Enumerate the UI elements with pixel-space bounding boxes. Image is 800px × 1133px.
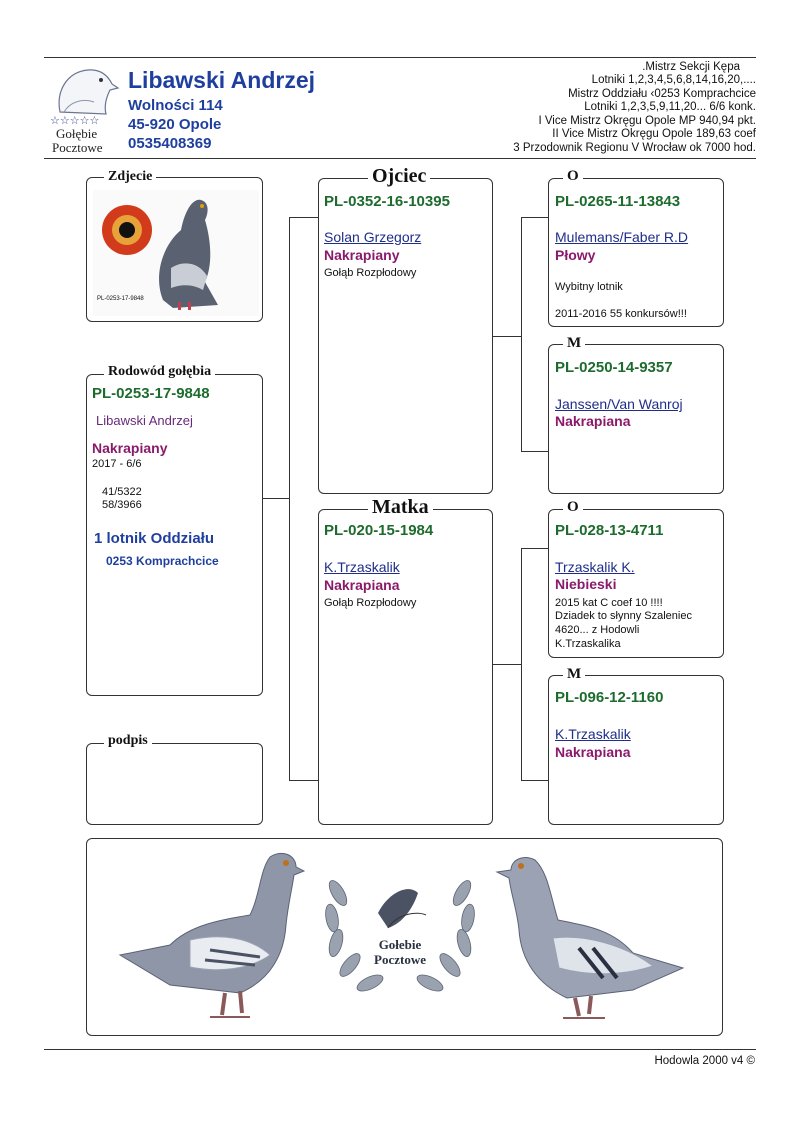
paternal-grandfather-ring: PL-0265-11-13843 (555, 193, 681, 210)
paternal-grandfather-note: Wybitny lotnik (555, 281, 623, 293)
connector-line (493, 336, 521, 338)
maternal-grandfather-box (548, 509, 724, 658)
paternal-grandfather-breeder-link[interactable]: Mulemans/Faber R.D (555, 229, 689, 245)
pigeon-photo: PL-0253-17-9848 (93, 190, 259, 316)
paternal-grandmother-breeder-link[interactable]: Janssen/Van Wanroj (555, 396, 683, 412)
maternal-grandmother-breeder-link[interactable]: K.Trzaskalik (555, 726, 631, 742)
pigeon-head-icon (58, 69, 120, 115)
breeder-street: Wolności 114 (128, 97, 223, 114)
logo-text-line1: Gołębie (56, 126, 98, 141)
father-box (318, 178, 493, 494)
logo-text-line2: Pocztowe (52, 140, 103, 155)
mother-box (318, 509, 493, 825)
paternal-grandfather-box (548, 178, 724, 327)
left-pigeon-illustration (110, 845, 306, 1030)
mother-breeder-link[interactable]: K.Trzaskalik (324, 559, 400, 575)
achievement-line: Lotniki 1,2,3,5,9,11,20... 6/6 konk. (584, 101, 756, 113)
mother-note: Gołąb Rozpłodowy (324, 597, 417, 609)
pigeon-legend: Rodowód gołębia (104, 364, 216, 380)
breeder-name: Libawski Andrzej (128, 67, 316, 93)
achievement-line: Lotniki 1,2,3,4,5,6,8,14,16,20,.... (591, 74, 756, 86)
photo-ring-caption: PL-0253-17-9848 (97, 296, 144, 302)
header-bottom-rule (44, 158, 756, 159)
pigeon-result: 41/5322 (102, 486, 142, 498)
right-pigeon-illustration (493, 848, 693, 1028)
breeder-phone: 0535408369 (128, 135, 212, 152)
pigeon-ring: PL-0253-17-9848 (92, 385, 210, 402)
paternal-grandmother-ring: PL-0250-14-9357 (555, 359, 673, 376)
maternal-grandfather-color: Niebieski (555, 576, 617, 592)
pigeon-box (86, 374, 263, 696)
connector-line (521, 780, 548, 782)
mother-legend: Matka (368, 496, 433, 519)
pigeon-branch: 0253 Komprachcice (106, 554, 219, 568)
maternal-grandfather-breeder-link[interactable]: Trzaskalik K. (555, 559, 635, 575)
maternal-grandfather-note: 2015 kat C coef 10 !!!! (555, 597, 663, 609)
father-legend: Ojciec (368, 165, 431, 188)
paternal-grandmother-legend: M (563, 335, 586, 352)
club-logo: ☆☆☆☆☆ Gołębie Pocztowe (46, 62, 126, 155)
achievement-line: Mistrz Oddziału ‹0253 Komprachcice (568, 88, 756, 100)
father-note: Gołąb Rozpłodowy (324, 267, 417, 279)
connector-line (493, 664, 521, 666)
maternal-grandfather-legend: O (563, 499, 583, 516)
connector-line (289, 217, 291, 780)
maternal-grandfather-ring: PL-028-13-4711 (555, 522, 664, 539)
achievement-line: II Vice Mistrz Okręgu Opole 189,63 coef (552, 128, 756, 140)
emblem-text-line1: Gołebie (378, 937, 422, 952)
achievement-line: .Mistrz Sekcji Kępa (642, 61, 740, 73)
maternal-grandmother-ring: PL-096-12-1160 (555, 689, 664, 706)
connector-line (521, 548, 548, 550)
footer-rule (44, 1049, 756, 1050)
paternal-grandfather-note: 2011-2016 55 konkursów!!! (555, 308, 687, 320)
maternal-grandmother-color: Nakrapiana (555, 744, 631, 760)
pigeon-owner: Libawski Andrzej (96, 413, 193, 428)
pigeon-color: Nakrapiany (92, 440, 168, 456)
software-credit: Hodowla 2000 v4 © (654, 1055, 755, 1067)
connector-line (289, 780, 318, 782)
laurel-emblem: Gołebie Pocztowe (318, 853, 482, 1003)
mother-color: Nakrapiana (324, 577, 400, 593)
paternal-grandmother-box (548, 344, 724, 494)
connector-line (263, 498, 289, 500)
achievement-line: 3 Przodownik Regionu V Wrocław ok 7000 h… (513, 142, 756, 154)
maternal-grandfather-note: K.Trzaskalika (555, 638, 621, 650)
achievement-line: I Vice Mistrz Okręgu Opole MP 940,94 pkt… (538, 115, 756, 127)
maternal-grandmother-box (548, 675, 724, 825)
paternal-grandfather-color: Płowy (555, 247, 596, 263)
signature-legend: podpis (104, 733, 152, 749)
signature-box (86, 743, 263, 825)
header-top-rule (44, 57, 756, 58)
photo-legend: Zdjecie (104, 169, 157, 185)
paternal-grandmother-color: Nakrapiana (555, 413, 631, 429)
logo-stars: ☆☆☆☆☆ (50, 115, 100, 127)
father-color: Nakrapiany (324, 247, 400, 263)
connector-line (521, 548, 523, 780)
connector-line (521, 217, 548, 219)
emblem-text-line2: Pocztowe (374, 952, 426, 967)
connector-line (289, 217, 318, 219)
father-breeder-link[interactable]: Solan Grzegorz (324, 229, 422, 245)
mother-ring: PL-020-15-1984 (324, 522, 434, 539)
pigeon-title: 1 lotnik Oddziału (94, 530, 215, 547)
connector-line (521, 217, 523, 451)
pigeon-result: 58/3966 (102, 499, 142, 511)
pigeon-year-note: 2017 - 6/6 (92, 458, 142, 470)
paternal-grandfather-legend: O (563, 168, 583, 185)
maternal-grandmother-legend: M (563, 666, 586, 683)
maternal-grandfather-note: Dziadek to słynny Szaleniec (555, 610, 692, 622)
connector-line (521, 451, 548, 453)
father-ring: PL-0352-16-10395 (324, 193, 450, 210)
maternal-grandfather-note: 4620... z Hodowli (555, 624, 640, 636)
breeder-city: 45-920 Opole (128, 116, 222, 133)
